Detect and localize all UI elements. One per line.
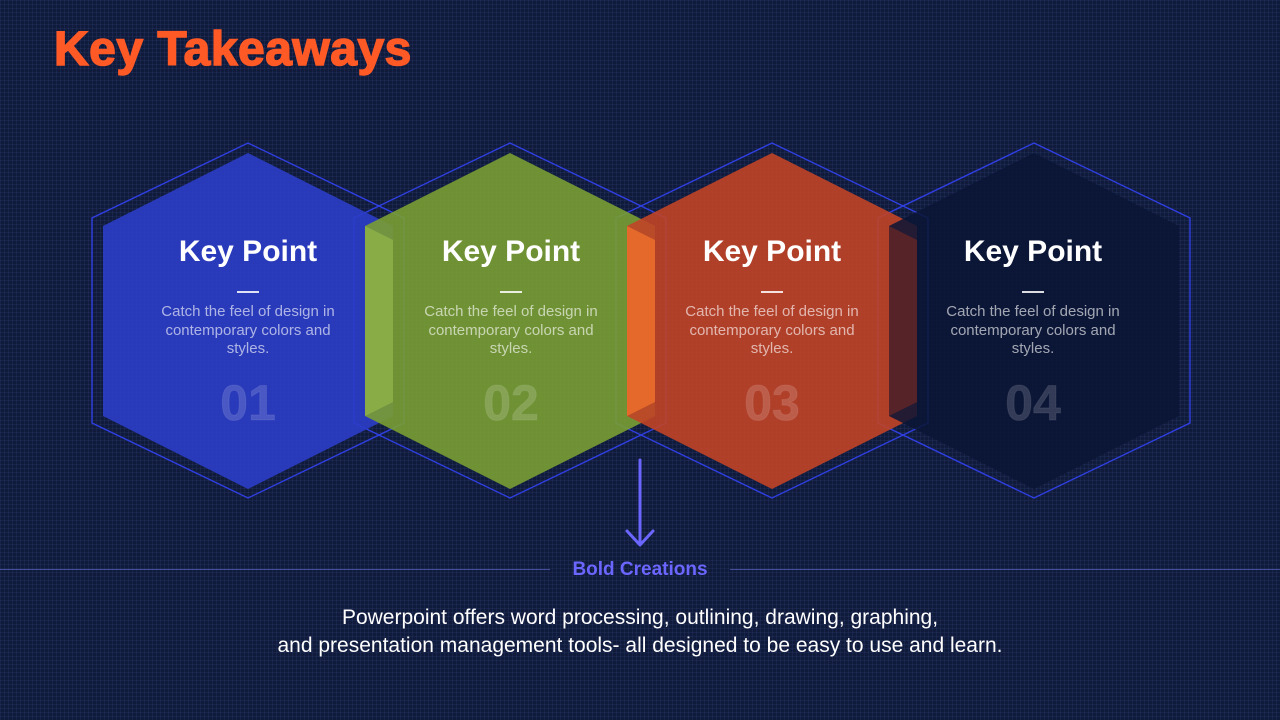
- key-point-title: Key Point: [441, 235, 581, 268]
- body-line-1: Powerpoint offers word processing, outli…: [341, 606, 939, 629]
- key-point-number: 01: [220, 374, 277, 431]
- key-point-card-2: Key Point Catch the feel of design in co…: [396, 235, 626, 431]
- hex-fill-3: [627, 153, 917, 489]
- key-point-description: Catch the feel of design in contemporary…: [946, 303, 1120, 357]
- arrow-down-icon: [625, 458, 655, 547]
- divider: [761, 291, 783, 293]
- key-point-title: Key Point: [702, 235, 842, 268]
- overlap-1-2: [365, 226, 393, 416]
- key-point-card-3: Key Point Catch the feel of design in co…: [657, 235, 887, 431]
- key-point-number: 03: [744, 374, 801, 431]
- hex-fill-2: [365, 153, 655, 489]
- key-point-title: Key Point: [963, 235, 1103, 268]
- key-point-number: 02: [483, 374, 540, 431]
- hex-fill-1: [103, 153, 393, 489]
- divider: [1022, 291, 1044, 293]
- divider: [237, 291, 259, 293]
- body-paragraph: Powerpoint offers word processing, outli…: [140, 604, 1140, 660]
- key-point-description: Catch the feel of design in contemporary…: [424, 303, 598, 357]
- body-line-2: and presentation management tools- all d…: [277, 634, 1003, 657]
- overlap-3-4: [889, 226, 917, 416]
- key-point-description: Catch the feel of design in contemporary…: [161, 303, 335, 357]
- key-point-description: Catch the feel of design in contemporary…: [685, 303, 859, 357]
- key-point-card-1: Key Point Catch the feel of design in co…: [133, 235, 363, 431]
- key-point-number: 04: [1005, 374, 1062, 431]
- divider: [500, 291, 522, 293]
- page-title: Key Takeaways: [53, 22, 412, 77]
- key-point-title: Key Point: [178, 235, 318, 268]
- section-label: Bold Creations: [572, 559, 708, 580]
- divider-right: [730, 569, 1280, 570]
- key-point-card-4: Key Point Catch the feel of design in co…: [918, 235, 1148, 431]
- overlap-2-3: [627, 226, 655, 416]
- divider-left: [0, 569, 550, 570]
- hex-fill-4: [889, 153, 1179, 489]
